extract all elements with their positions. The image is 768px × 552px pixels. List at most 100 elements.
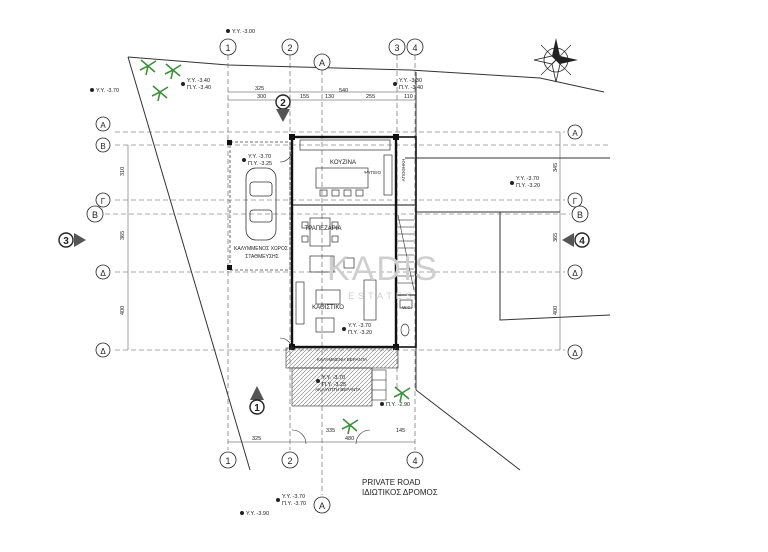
- grid-bubble-bottom-4: 4: [406, 451, 424, 469]
- door-swings: [279, 149, 371, 445]
- svg-text:325: 325: [252, 436, 261, 442]
- svg-text:ESTATES: ESTATES: [348, 291, 416, 301]
- view-marker-4: 4: [562, 232, 590, 248]
- room-parking-line2: ΣΤΑΘΜΕΥΣΗΣ: [245, 254, 279, 260]
- svg-text:4: 4: [579, 236, 585, 247]
- view-marker-2: 2: [275, 94, 291, 122]
- svg-text:A: A: [319, 58, 325, 68]
- level-labels: Υ.Υ. -3.00 Υ.Υ. -3.70 Υ.Υ. -3.40 Π.Υ. -3…: [96, 29, 540, 517]
- svg-text:Υ.Υ. -3.70: Υ.Υ. -3.70: [322, 375, 345, 381]
- svg-text:365: 365: [120, 231, 126, 240]
- svg-text:Β: Β: [92, 210, 98, 220]
- dimension-labels: 325 300 155 130 540 255 110 310 365 400 …: [120, 86, 559, 442]
- row-bubble-left-b: Β: [95, 137, 111, 153]
- car-icon: [245, 167, 277, 241]
- svg-text:Υ.Υ. -3.30: Υ.Υ. -3.30: [399, 78, 422, 84]
- svg-text:400: 400: [553, 306, 559, 315]
- section-bubble-top-a: A: [313, 53, 331, 71]
- room-fridge: ΨΥΓΕΙΟ: [364, 170, 381, 175]
- svg-text:PRIVATE ROAD: PRIVATE ROAD: [362, 478, 421, 487]
- svg-text:155: 155: [300, 94, 309, 100]
- room-kitchen: ΚΟΥΖΙΝΑ: [330, 160, 356, 166]
- svg-text:1: 1: [225, 43, 230, 53]
- room-parking-line1: ΚΑΛΥΜΜΕΝΟΣ ΧΩΡΟΣ: [234, 246, 288, 252]
- road-label: PRIVATE ROAD ΙΔΙΩΤΙΚΟΣ ΔΡΟΜΟΣ: [362, 478, 438, 497]
- svg-text:Π.Υ. -3.20: Π.Υ. -3.20: [516, 183, 540, 189]
- svg-text:Δ: Δ: [100, 269, 106, 278]
- svg-text:4: 4: [412, 456, 417, 466]
- dining-table: [301, 217, 339, 247]
- grid-bubble-top-2: 2: [281, 38, 299, 56]
- svg-text:400: 400: [120, 306, 126, 315]
- kitchen-furniture: [299, 139, 393, 197]
- living-furniture: [295, 255, 377, 333]
- grid-bubble-bottom-1: 1: [219, 451, 237, 469]
- section-bubble-left-b: Β: [86, 205, 104, 223]
- svg-text:Π.Υ. -3.40: Π.Υ. -3.40: [187, 85, 211, 91]
- svg-text:Γ: Γ: [573, 197, 578, 206]
- parking-area: [229, 141, 291, 271]
- view-marker-1: 1: [249, 386, 265, 415]
- row-bubble-right-g: Γ: [567, 192, 583, 208]
- svg-text:Γ: Γ: [101, 197, 106, 206]
- row-bubble-right-d2: Δ: [567, 344, 583, 360]
- svg-text:4: 4: [412, 43, 417, 53]
- row-bubble-left-g: Γ: [95, 192, 111, 208]
- room-living: ΚΑΘΙΣΤΙΚΟ: [312, 305, 344, 311]
- svg-text:345: 345: [553, 163, 559, 172]
- view-marker-3: 3: [58, 232, 86, 248]
- svg-text:Υ.Υ. -3.70: Υ.Υ. -3.70: [282, 494, 305, 500]
- watermark-logo: KADIS ESTATES: [327, 250, 437, 301]
- svg-text:325: 325: [255, 86, 264, 92]
- room-wc: W.C.: [402, 305, 412, 310]
- section-bubble-right-b: Β: [571, 205, 589, 223]
- room-labels: ΚΟΥΖΙΝΑ ΨΥΓΕΙΟ ΑΠΟΘΗΚΗ ΤΡΑΠΕΖΑΡΙΑ ΚΑΘΙΣΤ…: [234, 159, 412, 392]
- row-bubble-left-d2: Δ: [95, 342, 111, 358]
- svg-text:310: 310: [120, 167, 126, 176]
- svg-text:ΙΔΙΩΤΙΚΟΣ ΔΡΟΜΟΣ: ΙΔΙΩΤΙΚΟΣ ΔΡΟΜΟΣ: [362, 488, 438, 497]
- svg-text:365: 365: [553, 233, 559, 242]
- terrace-open: [291, 367, 373, 407]
- svg-text:A: A: [319, 501, 325, 511]
- north-arrow-icon: [533, 38, 578, 83]
- svg-text:Υ.Υ. -3.70: Υ.Υ. -3.70: [248, 154, 271, 160]
- svg-text:Υ.Υ. -3.70: Υ.Υ. -3.70: [348, 323, 371, 329]
- svg-text:Β: Β: [100, 142, 105, 151]
- svg-text:3: 3: [63, 236, 69, 247]
- svg-text:130: 130: [325, 94, 334, 100]
- svg-text:Π.Υ. -2.90: Π.Υ. -2.90: [386, 402, 410, 408]
- svg-text:1: 1: [254, 403, 260, 414]
- level-markers: [90, 29, 514, 515]
- svg-text:Δ: Δ: [572, 269, 578, 278]
- grid-bubble-top-3: 3: [388, 38, 406, 56]
- svg-text:3: 3: [394, 43, 399, 53]
- room-dining: ΤΡΑΠΕΖΑΡΙΑ: [305, 226, 342, 232]
- svg-text:480: 480: [345, 436, 354, 442]
- grid-bubble-top-4: 4: [406, 38, 424, 56]
- svg-text:Α: Α: [572, 129, 578, 138]
- dimension-lines: [127, 91, 561, 443]
- stair: [397, 214, 415, 291]
- svg-text:2: 2: [280, 98, 286, 109]
- svg-text:Υ.Υ. -3.70: Υ.Υ. -3.70: [516, 176, 539, 182]
- svg-text:Π.Υ. -3.25: Π.Υ. -3.25: [248, 161, 272, 167]
- svg-text:Π.Υ. -3.70: Π.Υ. -3.70: [282, 501, 306, 507]
- svg-text:Υ.Υ. -3.40: Υ.Υ. -3.40: [187, 78, 210, 84]
- svg-text:Υ.Υ. -3.90: Υ.Υ. -3.90: [246, 511, 269, 517]
- svg-text:335: 335: [326, 428, 335, 434]
- svg-text:110: 110: [404, 94, 413, 100]
- room-open-terrace: ΑΚΑΛΥΠΤΗ ΒΕΡΑΝΤΑ: [315, 387, 361, 392]
- house-walls: [290, 135, 417, 349]
- svg-text:Δ: Δ: [100, 347, 106, 356]
- svg-text:Δ: Δ: [572, 349, 578, 358]
- svg-text:Π.Υ. -3.40: Π.Υ. -3.40: [399, 85, 423, 91]
- svg-text:Π.Υ. -3.25: Π.Υ. -3.25: [322, 382, 346, 388]
- room-covered-terrace: ΚΑΛΥΜΜΕΝΗ ΒΕΡΑΝΤΑ: [317, 357, 367, 362]
- row-bubble-left-a: Α: [95, 116, 111, 132]
- svg-text:Α: Α: [100, 121, 106, 130]
- svg-text:255: 255: [366, 94, 375, 100]
- section-bubble-bottom-a: A: [313, 496, 331, 514]
- svg-text:Β: Β: [577, 210, 583, 220]
- svg-text:2: 2: [287, 456, 292, 466]
